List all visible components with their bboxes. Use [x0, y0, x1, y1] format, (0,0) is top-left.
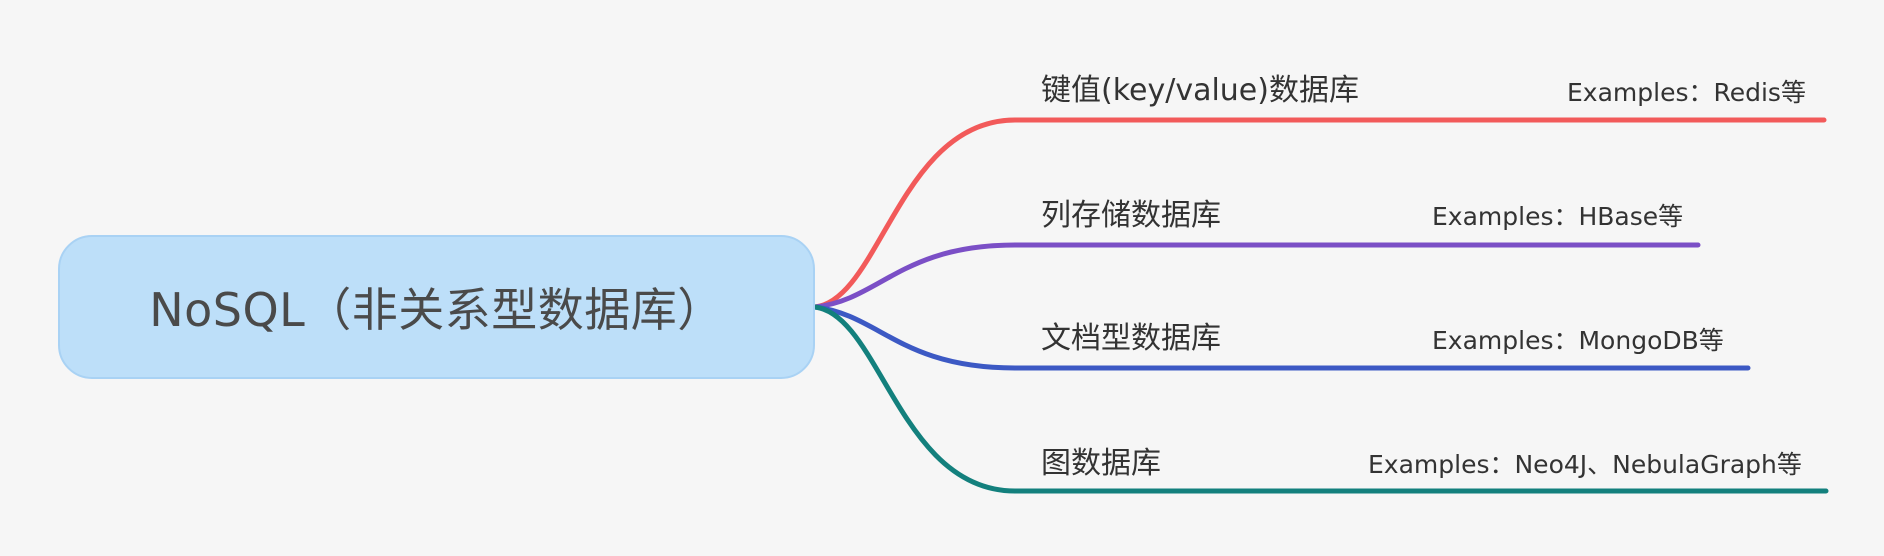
example-label-column-store[interactable]: Examples：HBase等	[1432, 202, 1684, 231]
branch-label-graph[interactable]: 图数据库	[1041, 446, 1161, 481]
connector-line-document	[812, 304, 1751, 371]
connector-line-key-value	[812, 117, 1827, 310]
example-label-key-value[interactable]: Examples：Redis等	[1567, 78, 1806, 107]
example-label-document[interactable]: Examples：MongoDB等	[1432, 326, 1724, 355]
branch-label-column-store[interactable]: 列存储数据库	[1041, 198, 1221, 233]
connector-line-graph	[812, 304, 1829, 494]
branch-label-document[interactable]: 文档型数据库	[1041, 321, 1221, 356]
root-node[interactable]: NoSQL（非关系型数据库）	[58, 235, 815, 379]
example-label-graph[interactable]: Examples：Neo4J、NebulaGraph等	[1368, 450, 1802, 479]
root-label: NoSQL（非关系型数据库）	[149, 283, 724, 337]
branch-label-key-value[interactable]: 键值(key/value)数据库	[1041, 73, 1359, 108]
connector-line-column-store	[812, 242, 1701, 310]
